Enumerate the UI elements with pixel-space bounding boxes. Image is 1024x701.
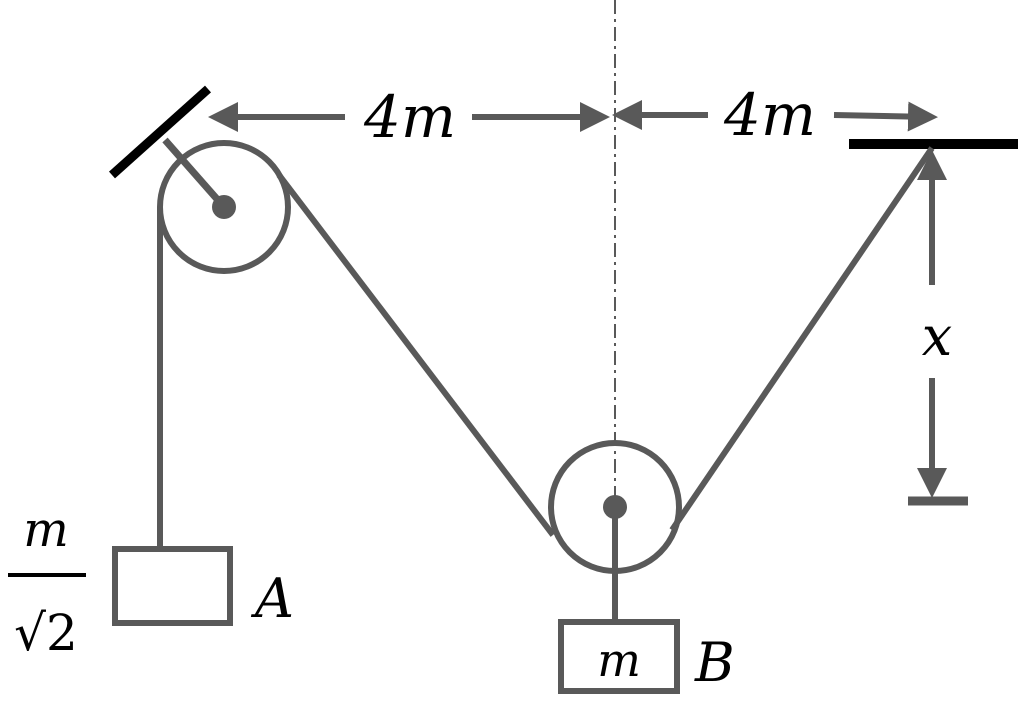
fixed-pulley-axle <box>212 195 236 219</box>
block-b-mass-label: m <box>597 633 641 687</box>
block-a-mass-denominator: √2 <box>14 604 78 662</box>
block-b-name: B <box>694 631 735 694</box>
right-distance-label: 4m <box>723 81 816 149</box>
left-ceiling-support <box>108 85 212 179</box>
height-label: x <box>922 305 952 368</box>
block-a-mass-numerator: m <box>23 502 69 558</box>
string-left-segment <box>276 173 556 537</box>
block-b <box>558 619 680 694</box>
string-right-segment <box>669 146 935 532</box>
block-a <box>112 546 233 626</box>
right-distance-arrow-right <box>833 101 938 132</box>
left-distance-label: 4m <box>363 83 456 151</box>
block-a-name: A <box>250 567 294 630</box>
left-pulley-bracket <box>162 137 227 210</box>
